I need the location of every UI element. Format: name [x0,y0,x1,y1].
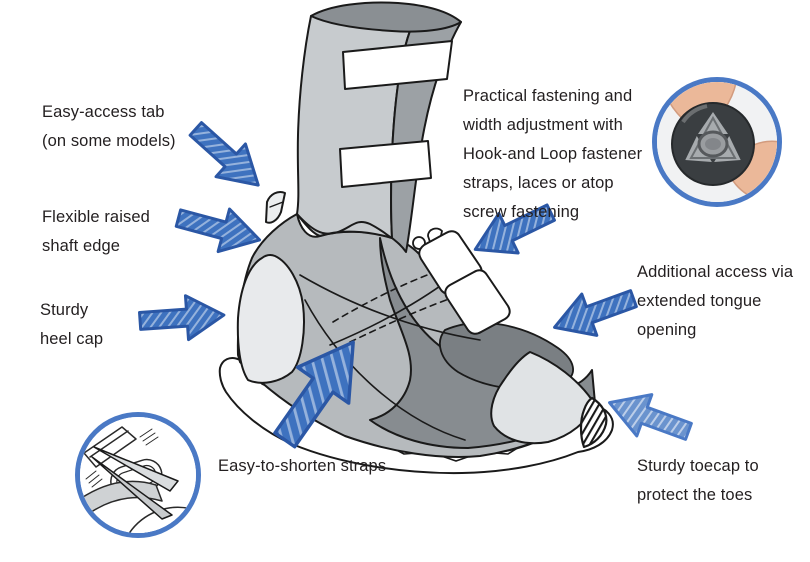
label-sturdy-toecap: Sturdy toecap to protect the toes [637,457,759,504]
label-shorten-straps: Easy-to-shorten straps [218,457,387,475]
velcro-strap-lower [444,269,511,335]
scissors-icon [91,446,179,520]
ankle-collar-line [296,213,393,239]
arrow-icon-toecap [600,380,698,454]
label-practical-fastening: Practical fastening and width adjustment… [463,87,643,221]
dial-highlight [681,104,708,124]
heel-cap [236,253,305,384]
strap-band-top-seam [89,430,129,458]
arrow-icon-tongue-opening [545,276,643,350]
seam-curve [304,299,466,441]
fastener-dial-photo [652,77,782,207]
dial-center-logo [705,138,721,150]
strap-cutting-art [80,417,196,533]
arrow-icon-easy-access-tab [179,111,275,203]
strap-cutting-inset [75,412,201,538]
strap-stitch-ticks [85,428,159,488]
arrow-icon-shaft-edge [171,195,267,263]
label-easy-access-tab: Easy-access tab (on some models) [42,103,176,150]
screw-fastener-dial [671,102,755,186]
label-tongue-opening: Additional access via extended tongue op… [637,263,794,339]
easy-access-tab [265,191,286,224]
toe-panel [490,351,595,445]
shaft-strap-upper [342,40,453,90]
tongue-dashed-line [332,265,453,323]
tab-seam [269,201,284,208]
label-flexible-shaft-edge: Flexible raised shaft edge [42,208,150,255]
strap-band-lower [80,480,163,518]
shaft-top-rim [310,1,462,33]
dial-photo-art [657,82,777,202]
boot-illustration [218,1,614,475]
shaft-strap-lower [339,140,432,188]
arrow-icon-heel-cap [137,291,227,345]
label-sturdy-heel-cap: Sturdy heel cap [40,301,104,348]
toecap-hatched [579,396,608,449]
strap-band-top [83,426,137,468]
